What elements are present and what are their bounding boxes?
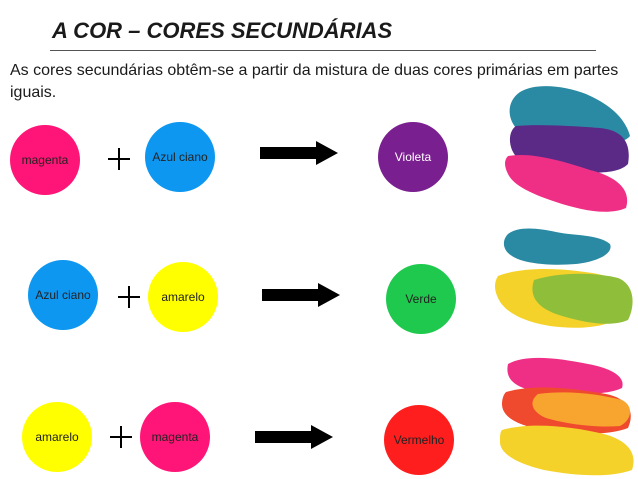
color-circle-magenta: magenta — [140, 402, 210, 472]
color-circle-yellow: amarelo — [22, 402, 92, 472]
plus-icon — [110, 426, 132, 448]
arrow-icon — [262, 283, 342, 307]
title-underline — [50, 50, 596, 51]
paint-smear-violet — [505, 86, 630, 212]
color-label: amarelo — [161, 290, 205, 304]
color-circle-red: Vermelho — [384, 405, 454, 475]
color-label: Vermelho — [393, 433, 445, 447]
intro-text: As cores secundárias obtêm-se a partir d… — [10, 62, 619, 101]
plus-icon — [118, 286, 140, 308]
color-label: Violeta — [394, 150, 432, 164]
color-label: magenta — [151, 430, 199, 444]
paint-smear-red — [500, 357, 634, 476]
color-circle-violet: Violeta — [378, 122, 448, 192]
color-circle-cyan: Azul ciano — [28, 260, 98, 330]
color-label: Azul ciano — [152, 150, 208, 164]
page-title: A COR – CORES SECUNDÁRIAS — [52, 18, 393, 43]
plus-icon — [108, 148, 130, 170]
color-circle-magenta: magenta — [10, 125, 80, 195]
color-circle-yellow: amarelo — [148, 262, 218, 332]
arrow-icon — [255, 425, 335, 449]
arrow-icon — [260, 141, 340, 165]
color-circle-cyan: Azul ciano — [145, 122, 215, 192]
color-label: Azul ciano — [35, 288, 91, 302]
color-label: amarelo — [35, 430, 79, 444]
color-label: Verde — [405, 292, 437, 306]
paint-smear-green — [495, 228, 633, 328]
color-circle-green: Verde — [386, 264, 456, 334]
color-label: magenta — [21, 153, 69, 167]
